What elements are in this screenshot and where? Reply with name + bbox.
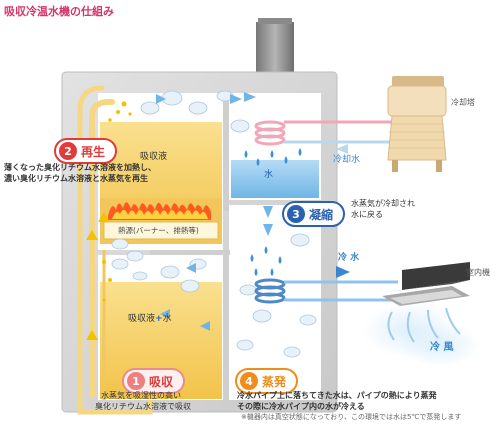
water-drop-icon [244,148,302,276]
cold-air-label: 冷 風 [430,342,454,353]
step-absorption-desc-2: 臭化リチウム水溶液で吸収 [95,402,191,411]
step-regeneration-desc-2: 濃い臭化リチウム水溶液と水蒸気を再生 [4,174,148,183]
chimney-icon [256,18,294,74]
absorbent-label: 吸収液 [140,152,168,162]
condenser-water [231,160,319,198]
step-condensation-desc-1: 水蒸気が冷却され [351,199,415,208]
heat-source-label: 熱源(バーナー、排熱等) [118,226,199,235]
chilled-water-coil [254,278,286,304]
cooling-tower-label: 冷却塔 [451,98,475,107]
indoor-unit-icon [382,262,470,306]
chilled-water-label: 冷 水 [338,253,360,263]
steam-cloud-icon [111,90,317,358]
step-evaporation-desc-1: 冷水パイプ上に落ちてきた水は、パイプの熱により蒸発 [237,391,437,400]
step-evaporation-note: ※機器内は真空状態になっており、この環境では水は5℃で蒸発します [241,413,462,421]
step-regeneration-desc-1: 薄くなった臭化リチウム水溶液を加熱し、 [4,163,156,172]
page-title: 吸収冷温水機の仕組み [4,5,114,18]
cooling-tower-icon [387,76,447,172]
water-label: 水 [264,170,274,180]
heat-source-plate [103,221,219,240]
flame-icon [108,202,211,220]
step-condensation-desc-2: 水に戻る [351,210,383,219]
step-absorption-desc-1: 水蒸気を吸湿性の高い [101,391,181,400]
cooling-coil [254,120,286,146]
cooling-water-label: 冷却水 [333,155,361,165]
absorbent-water-label: 吸収液+水 [128,314,172,324]
step-evaporation-desc-2: その際に冷水パイプ内の水が冷える [237,402,365,411]
indoor-unit-label: 室内機 [466,268,490,277]
